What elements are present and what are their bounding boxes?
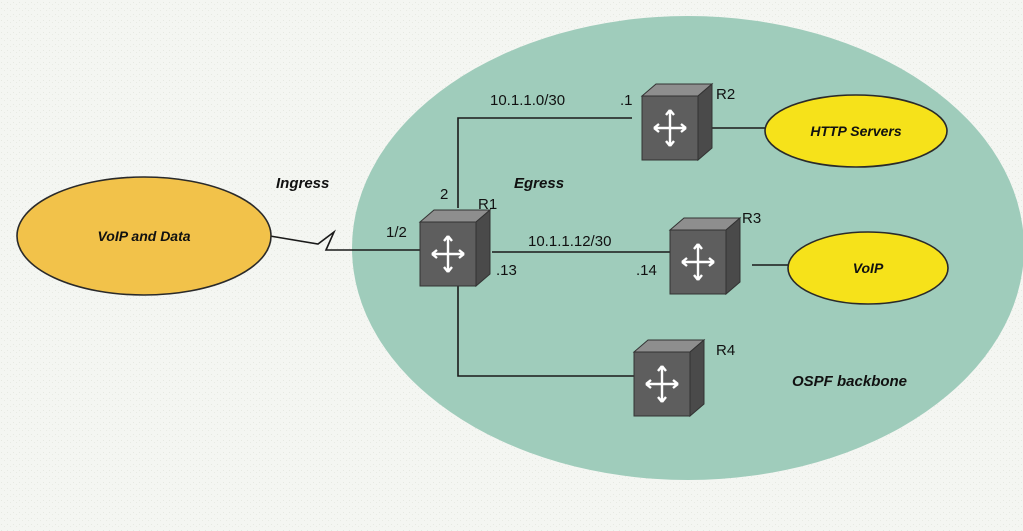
egress-label: Egress: [514, 175, 564, 192]
ingress-link: [269, 229, 420, 251]
voip-and-data-network: VoIP and Data: [16, 176, 272, 296]
http-servers-network: HTTP Servers: [764, 94, 948, 168]
voip-network: VoIP: [787, 231, 949, 305]
router-r1-icon: [418, 208, 492, 288]
r1-port-to-r2-label: 2: [440, 186, 448, 203]
voip-label: VoIP: [853, 260, 884, 276]
r3-port-label: .14: [636, 262, 657, 279]
ospf-backbone-label: OSPF backbone: [792, 373, 907, 390]
router-r3-icon: [668, 216, 742, 296]
router-r4-icon: [632, 338, 706, 418]
r1-r3-subnet-label: 10.1.1.12/30: [528, 233, 611, 250]
router-r4-label: R4: [716, 342, 735, 359]
r1-port-to-r3-label: .13: [496, 262, 517, 279]
router-r2-icon: [640, 82, 714, 162]
http-servers-label: HTTP Servers: [810, 123, 902, 139]
r2-port-label: .1: [620, 92, 633, 109]
r1-r4-link: [457, 286, 634, 377]
router-r2-label: R2: [716, 86, 735, 103]
router-r3-label: R3: [742, 210, 761, 227]
r1-ingress-port-label: 1/2: [386, 224, 407, 241]
ingress-label: Ingress: [276, 175, 329, 192]
voip-and-data-label: VoIP and Data: [97, 228, 190, 244]
r1-r2-subnet-label: 10.1.1.0/30: [490, 92, 565, 109]
r1-r2-link: [457, 117, 632, 208]
router-r1-label: R1: [478, 196, 497, 213]
